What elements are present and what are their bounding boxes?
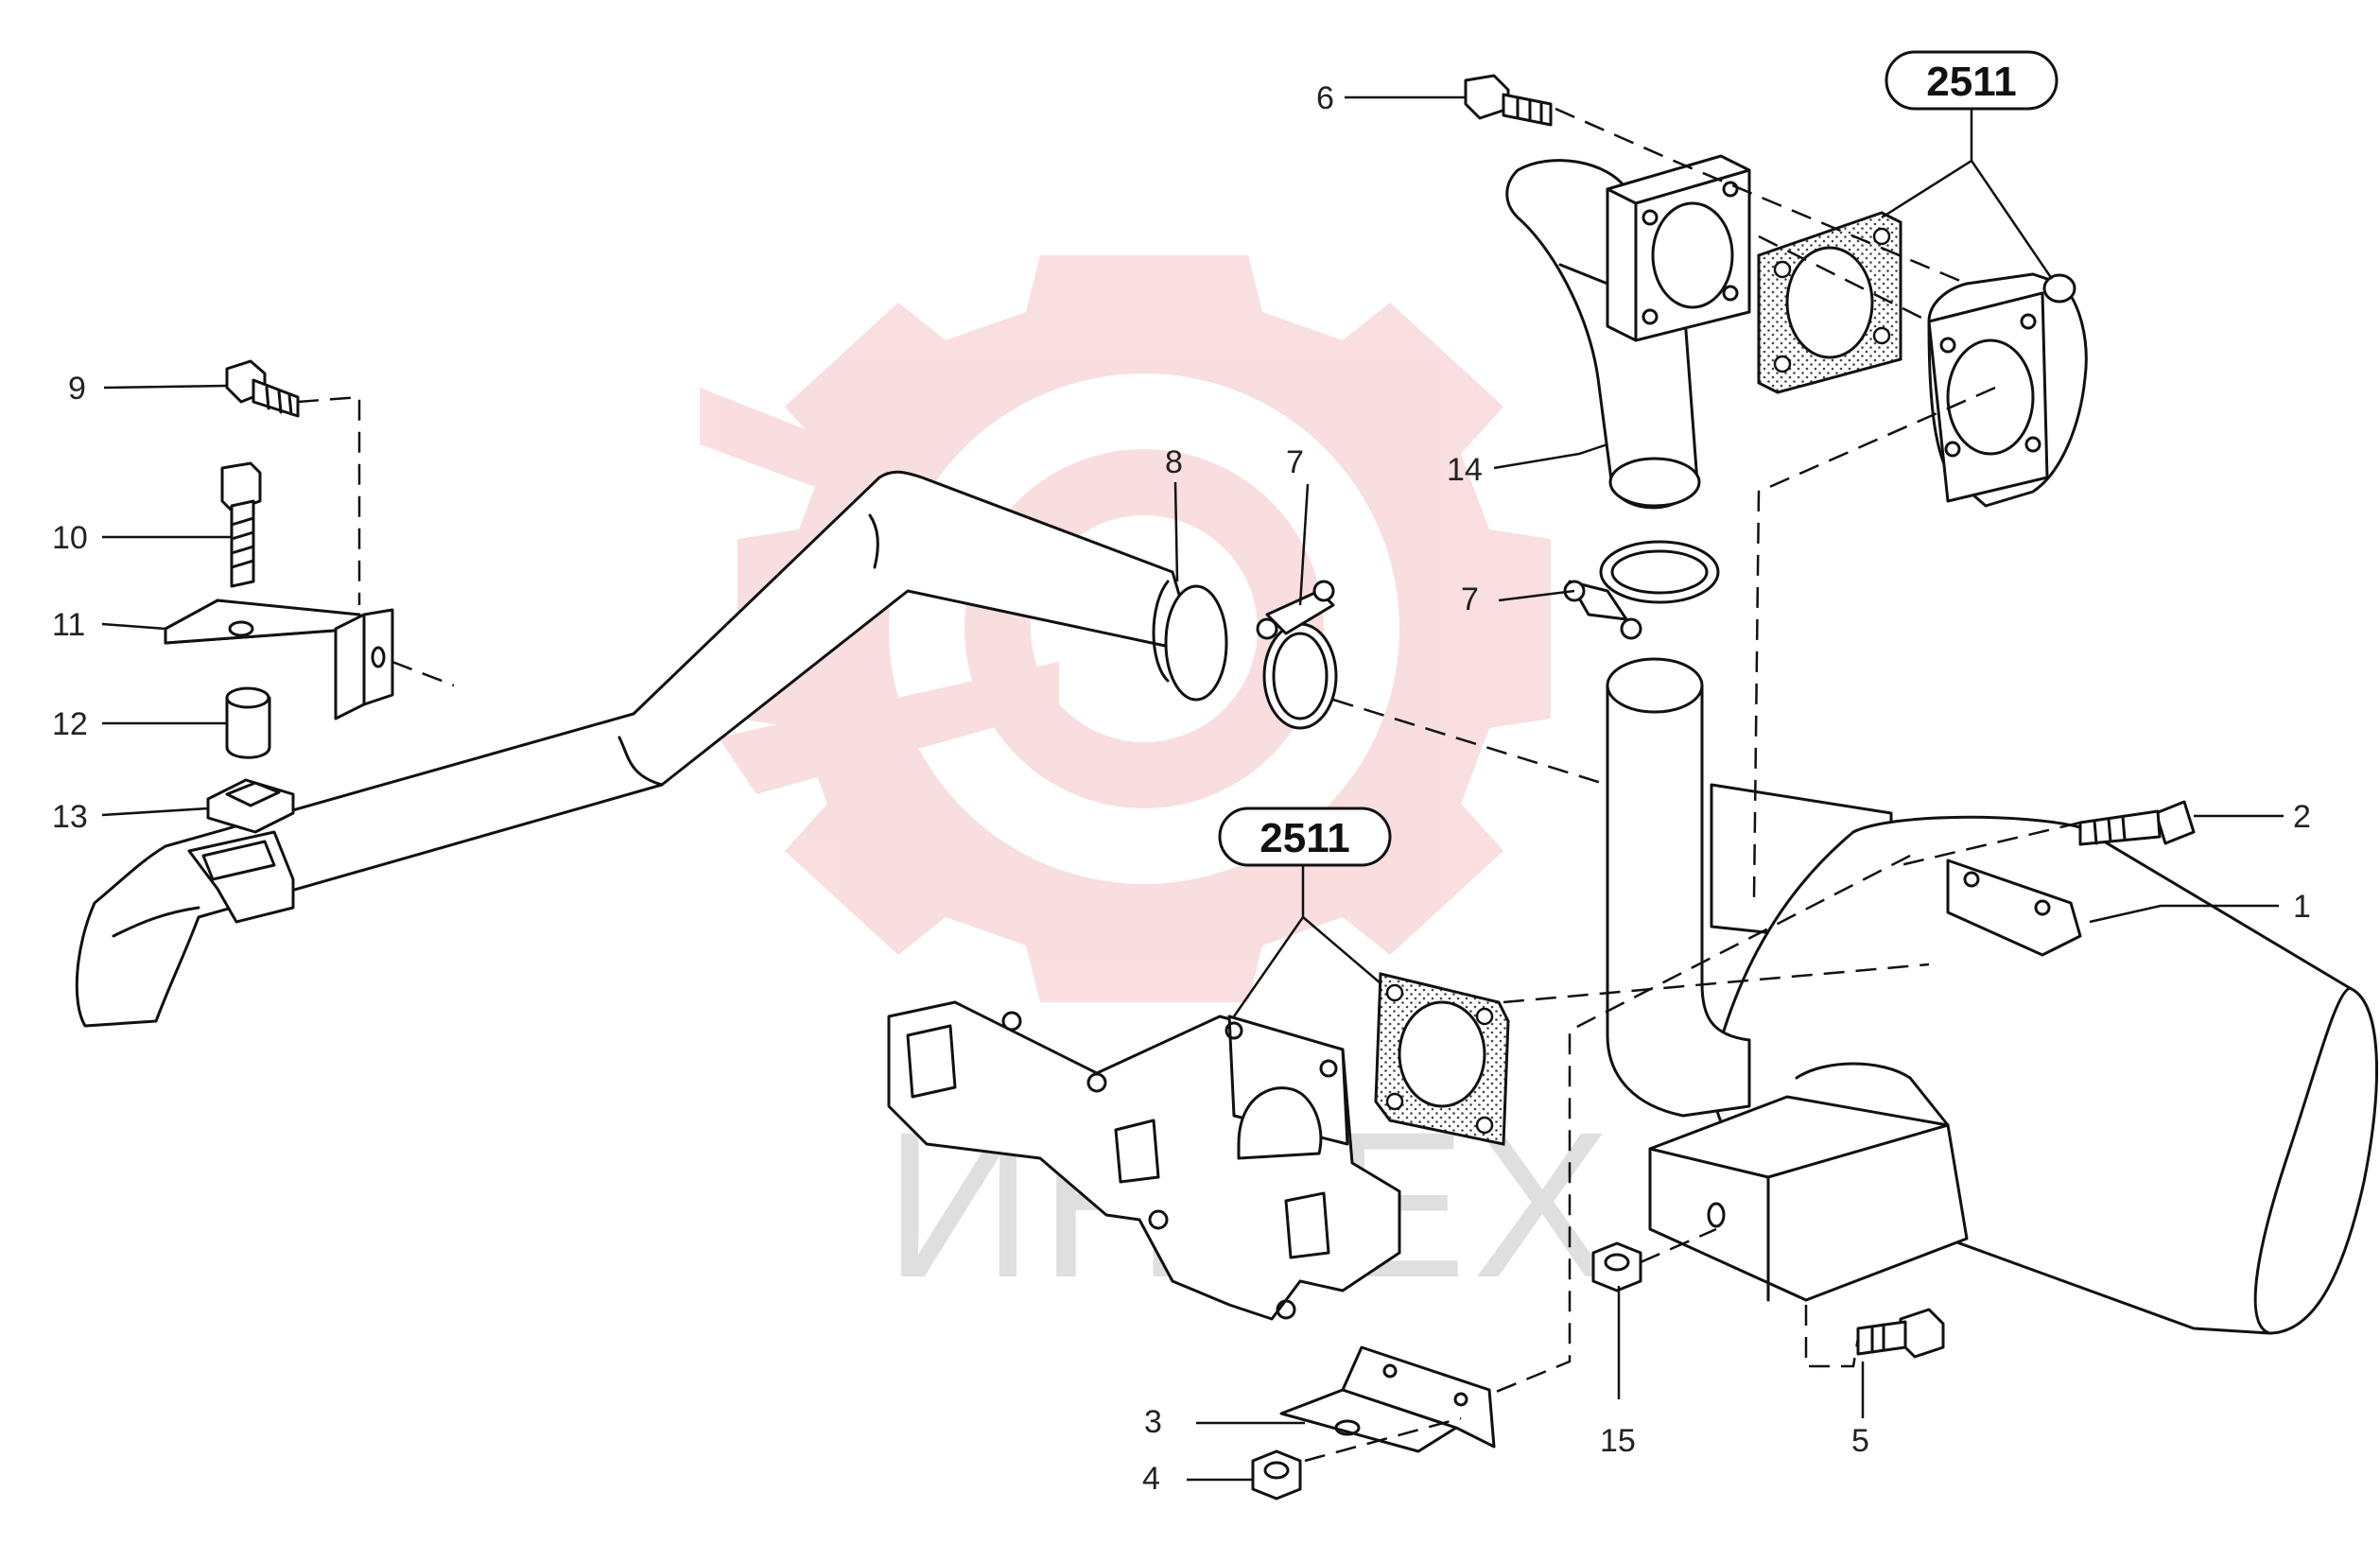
muffler-support-bracket	[1648, 1062, 1969, 1302]
callout-10: 10	[52, 520, 88, 556]
callout-11: 11	[52, 607, 85, 643]
spacer-12	[225, 686, 271, 759]
elbow-pipe-14	[1505, 154, 1751, 510]
callout-13: 13	[52, 799, 88, 835]
bracket-11	[164, 599, 394, 720]
callout-6: 6	[1316, 80, 1334, 116]
bolt-9	[225, 359, 300, 418]
tailpipe	[75, 470, 1228, 1028]
reference-badge-top: 2511	[1885, 50, 2059, 111]
muffler-inlet-pipe	[1606, 657, 1751, 1118]
outlet-flange-elbow	[1927, 272, 2088, 508]
callout-5: 5	[1851, 1423, 1869, 1459]
callout-7-right: 7	[1461, 581, 1479, 617]
clamp-7-right	[1563, 540, 1720, 640]
exhaust-manifold	[887, 1000, 1401, 1321]
callout-15: 15	[1600, 1423, 1636, 1459]
assembly-lines	[297, 107, 2081, 1463]
nut-4	[1251, 1449, 1302, 1501]
tailpipe-clamp	[187, 830, 295, 924]
callout-4: 4	[1142, 1461, 1160, 1497]
reference-number: 2511	[1259, 815, 1349, 861]
bolt-2	[2078, 800, 2196, 846]
gasket-top	[1757, 211, 1902, 394]
bolt-5	[1856, 1308, 1945, 1359]
clip-13	[206, 778, 295, 834]
nut-15	[1591, 1241, 1642, 1292]
callout-2: 2	[2293, 799, 2311, 835]
bracket-3	[1279, 1345, 1496, 1453]
clamp-7-left	[1256, 580, 1338, 730]
callout-3: 3	[1144, 1404, 1162, 1440]
reference-number: 2511	[1926, 59, 2016, 105]
callout-8: 8	[1165, 444, 1183, 480]
bolt-6	[1464, 74, 1553, 127]
callout-14: 14	[1447, 452, 1483, 488]
callout-9: 9	[68, 371, 86, 407]
callout-labels: 1 2 3 4 5 6 7 7 8 9 10 11 12 13 14 15	[52, 80, 2311, 1497]
gasket-bottom	[1374, 972, 1510, 1146]
callout-7-left: 7	[1286, 444, 1304, 480]
leader-lines	[101, 95, 2284, 1482]
reference-badge-bottom: 2511	[1218, 807, 1392, 867]
bolt-10	[220, 461, 262, 588]
callout-1: 1	[2293, 889, 2311, 925]
callout-12: 12	[52, 706, 88, 742]
